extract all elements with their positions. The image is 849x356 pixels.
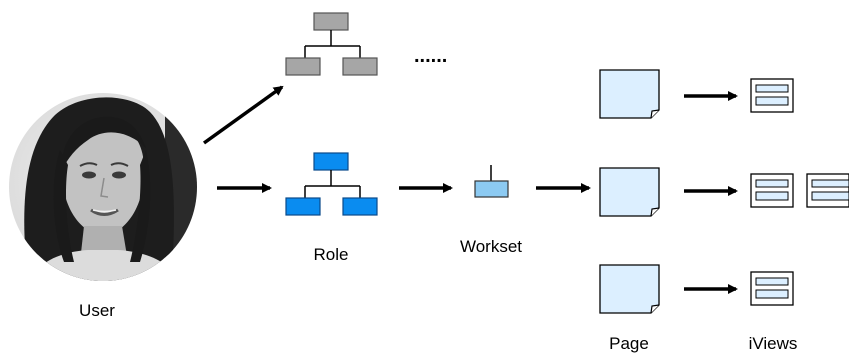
page-icon xyxy=(599,69,660,119)
workset-label: Workset xyxy=(460,237,522,256)
gray-role-hierarchy-icon xyxy=(285,12,378,76)
iview-icon xyxy=(750,271,794,306)
role-hierarchy-icon xyxy=(285,152,378,216)
user-to-gray-role-arrow xyxy=(202,85,284,145)
iview-icon xyxy=(750,173,794,208)
workset-icon xyxy=(474,165,509,198)
page-icon xyxy=(599,167,660,217)
iviews-label: iViews xyxy=(749,334,798,353)
role-label: Role xyxy=(314,245,349,264)
page-icon xyxy=(599,264,660,314)
iview-icon xyxy=(750,78,794,113)
page-label: Page xyxy=(609,334,649,353)
ellipsis-more-roles: ...... xyxy=(414,45,447,67)
user-avatar xyxy=(9,93,197,281)
iview-icon xyxy=(806,173,849,208)
user-label: User xyxy=(79,301,115,320)
